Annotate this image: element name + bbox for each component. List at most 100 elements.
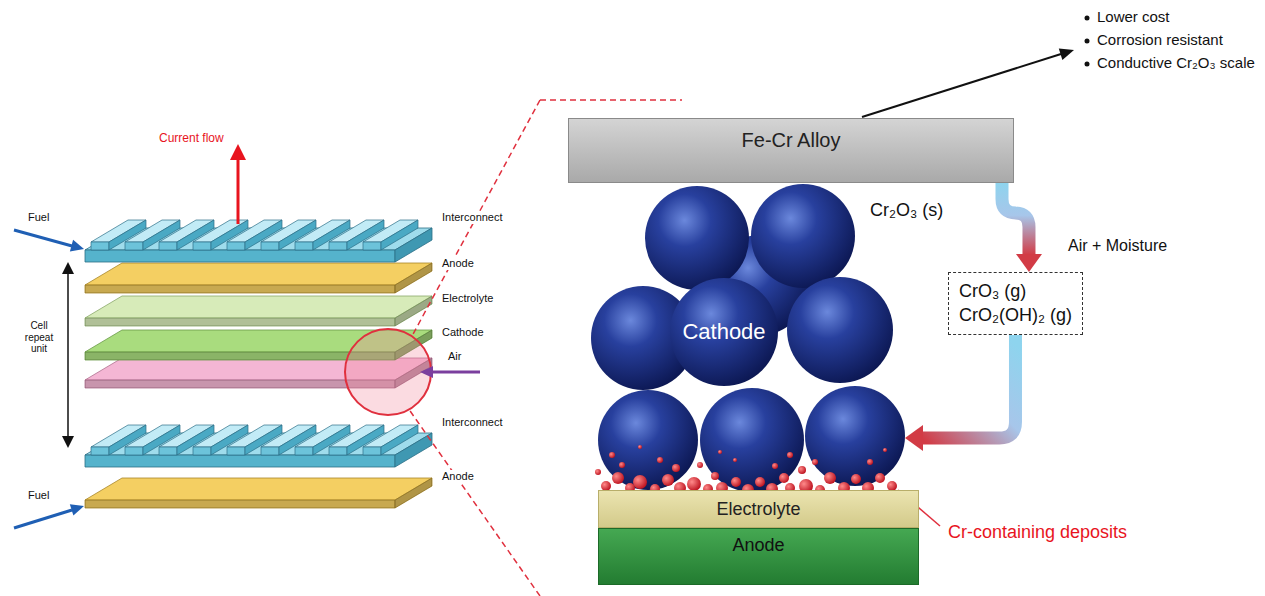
current-arrow (230, 144, 246, 224)
fuel-arrow (14, 230, 72, 246)
chromium-deposits (772, 463, 778, 469)
fuel-arrow (14, 510, 72, 528)
interconnect-plate (85, 220, 432, 262)
flow-label: Fuel (26, 489, 51, 502)
flow-arrow-body (1002, 183, 1029, 255)
chromium-deposits (851, 474, 861, 484)
cathode-particles (645, 186, 749, 290)
chromium-deposits (798, 466, 806, 474)
layer-label: Electrolyte (440, 292, 495, 305)
chromium-deposits (633, 475, 647, 489)
fuel-arrow (70, 504, 84, 515)
chromium-deposits (812, 459, 818, 465)
chromium-deposits (779, 473, 789, 483)
zoom-lines (408, 408, 540, 596)
flow-label: Current flow (157, 131, 226, 145)
flow-arrow (905, 335, 1015, 451)
air-arrow (420, 366, 433, 378)
chromium-deposits (755, 477, 765, 487)
flow-label: Air (446, 350, 463, 363)
dimension-label: Cell repeat unit (14, 320, 64, 355)
layer-label: Interconnect (440, 416, 505, 429)
chromium-deposits (595, 469, 601, 475)
anode-plate (85, 263, 432, 293)
bullet-text: Lower cost (1095, 8, 1172, 26)
species-label: Cr₂O₃ (s) (868, 200, 945, 222)
fuel-arrow (70, 240, 84, 252)
cathode-particles (805, 386, 905, 486)
chromium-deposits (875, 473, 885, 483)
current-arrow (237, 159, 240, 224)
anode-layer: Anode (598, 528, 919, 585)
interconnect-plate (85, 425, 432, 467)
chromium-deposits (687, 477, 701, 491)
repeat-unit-arrow (67, 272, 69, 438)
zoom-circle (345, 329, 431, 415)
chromium-deposits (718, 450, 722, 454)
chromium-deposits (612, 472, 624, 484)
air-arrow (432, 371, 480, 374)
cathode-particles (700, 388, 804, 492)
repeat-unit-arrow (62, 262, 74, 274)
chromium-deposits (657, 457, 663, 463)
edge-label: Air + Moisture (1066, 236, 1169, 255)
bullet-dots (1085, 39, 1090, 44)
chromium-deposits (733, 458, 737, 462)
current-arrow (230, 144, 246, 160)
bullet-dots (1085, 16, 1090, 67)
layer-label: Interconnect (440, 211, 505, 224)
node-text: Electrolyte (599, 499, 918, 520)
layer-label: Anode (440, 257, 476, 270)
cathode-particles (787, 277, 893, 383)
cathode-particles (670, 278, 778, 386)
cathode-particles (598, 390, 698, 490)
repeat-unit-arrow (62, 436, 74, 448)
chromium-deposits (883, 448, 887, 452)
node-text: Fe-Cr Alloy (569, 129, 1013, 152)
chromium-deposits (672, 464, 680, 472)
chromium-deposits (595, 445, 897, 496)
bullet-dots (1085, 62, 1090, 67)
bullet-dots (1085, 16, 1090, 21)
sofc-stack (85, 220, 432, 508)
chromium-deposits (731, 477, 741, 487)
alloy-slab: Fe-Cr Alloy (568, 118, 1014, 183)
zoom-lines (540, 99, 682, 101)
anode-plate (85, 478, 432, 508)
node-text: Cathode (682, 319, 765, 345)
flow-arrow (1002, 183, 1042, 272)
chromium-deposits (787, 452, 793, 458)
chromium-deposits (609, 452, 615, 458)
node-text: Anode (599, 535, 918, 556)
callout-label: Cr-containing deposits (946, 522, 1129, 544)
cathode-particles: Cathode (590, 184, 905, 490)
flow-arrow-body (922, 335, 1015, 438)
arrow-head (905, 425, 923, 451)
electrolyte-layer: Electrolyte (598, 490, 919, 528)
layer-label: Cathode (440, 326, 486, 339)
chromium-deposits (824, 472, 836, 484)
electrolyte-plate (85, 296, 432, 326)
chromium-deposits (619, 462, 625, 468)
bullet-text: Corrosion resistant (1095, 31, 1225, 49)
cathode-particles (751, 184, 855, 288)
gas-species-box: CrO₃ (g)CrO₂(OH)₂ (g) (948, 272, 1083, 335)
cathode-particles (591, 184, 905, 492)
chromium-deposits (867, 459, 873, 465)
arrow-head (1016, 254, 1042, 272)
chromium-deposits (638, 445, 642, 449)
bullet-text: Conductive Cr₂O₃ scale (1095, 54, 1257, 72)
node-text: CrO₃ (g) (959, 279, 1072, 303)
flow-label: Fuel (26, 211, 51, 224)
callout-arrow (862, 54, 1061, 117)
chromium-deposits (662, 474, 674, 486)
layer-label: Anode (440, 470, 476, 483)
air-arrow (420, 366, 480, 378)
callout-arrow (862, 49, 1074, 118)
fuel-arrow (14, 230, 84, 528)
chromium-deposits (711, 472, 719, 480)
chromium-deposits (697, 462, 703, 468)
callout-arrow (1059, 49, 1074, 60)
zoom-lines (412, 100, 540, 336)
